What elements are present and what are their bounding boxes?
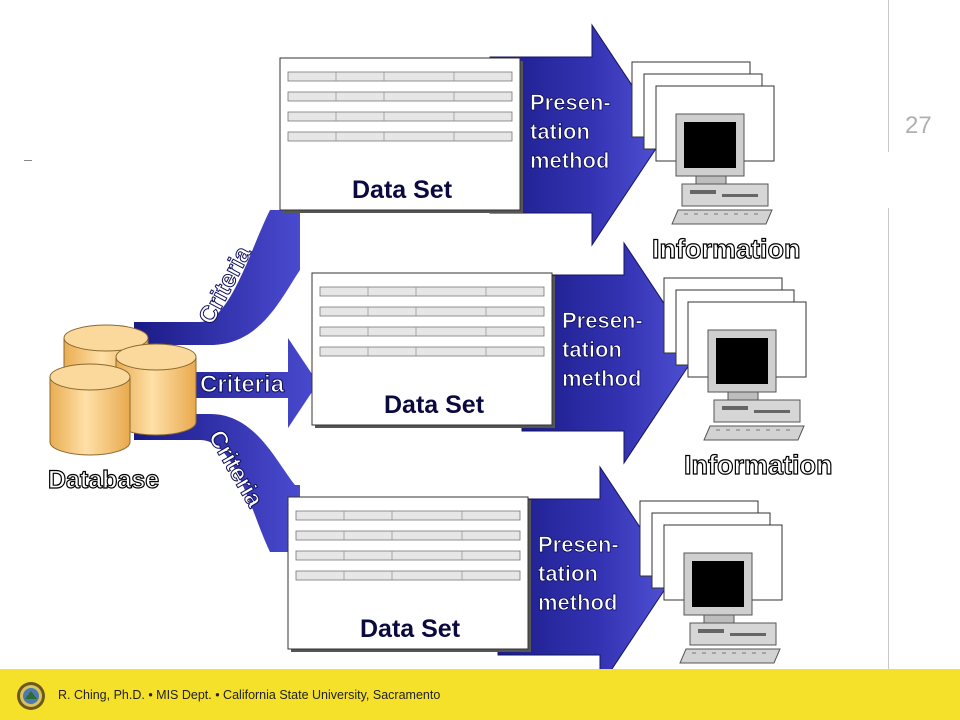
information-label: Information [652,234,801,264]
slide-tick-mark [24,160,32,161]
seal-icon [17,682,45,710]
slide-number: 27 [905,112,932,139]
data-set-window: Data Set [287,496,531,652]
footer-bar [0,669,960,720]
computer-icon [639,500,783,664]
presentation-method-label: tation [530,119,590,144]
right-divider-top [888,0,889,152]
presentation-method-label: Presen- [562,308,643,333]
presentation-method-arrow: Presen-tation method [521,241,698,465]
presentation-method-label: method [562,366,641,391]
information-label: Information [684,450,833,480]
presentation-method-label: tation [538,561,598,586]
computer-icon [663,277,807,441]
presentation-method-label: method [538,590,617,615]
presentation-method-label: Presen- [538,532,619,557]
presentation-method-arrow: Presen-tation method [489,23,666,247]
data-set-window: Data Set [311,272,555,428]
footer-text: R. Ching, Ph.D. • MIS Dept. • California… [58,688,441,702]
data-set-label: Data Set [352,176,453,204]
criteria-arrow-middle: Criteria [134,338,318,428]
presentation-method-label: Presen- [530,90,611,115]
presentation-method-arrow: Presen-tation method [497,465,674,689]
data-set-label: Data Set [384,391,485,419]
presentation-method-label: method [530,148,609,173]
criteria-arrow-top: Criteria [134,210,300,345]
criteria-label-middle: Criteria [200,371,285,398]
data-set-label: Data Set [360,615,461,643]
right-divider-bottom [888,208,889,720]
database-label: Database [48,466,159,494]
database-cylinder-icon [49,324,197,456]
presentation-method-label: tation [562,337,622,362]
computer-icon [631,61,775,225]
data-set-window: Data Set [279,57,523,213]
